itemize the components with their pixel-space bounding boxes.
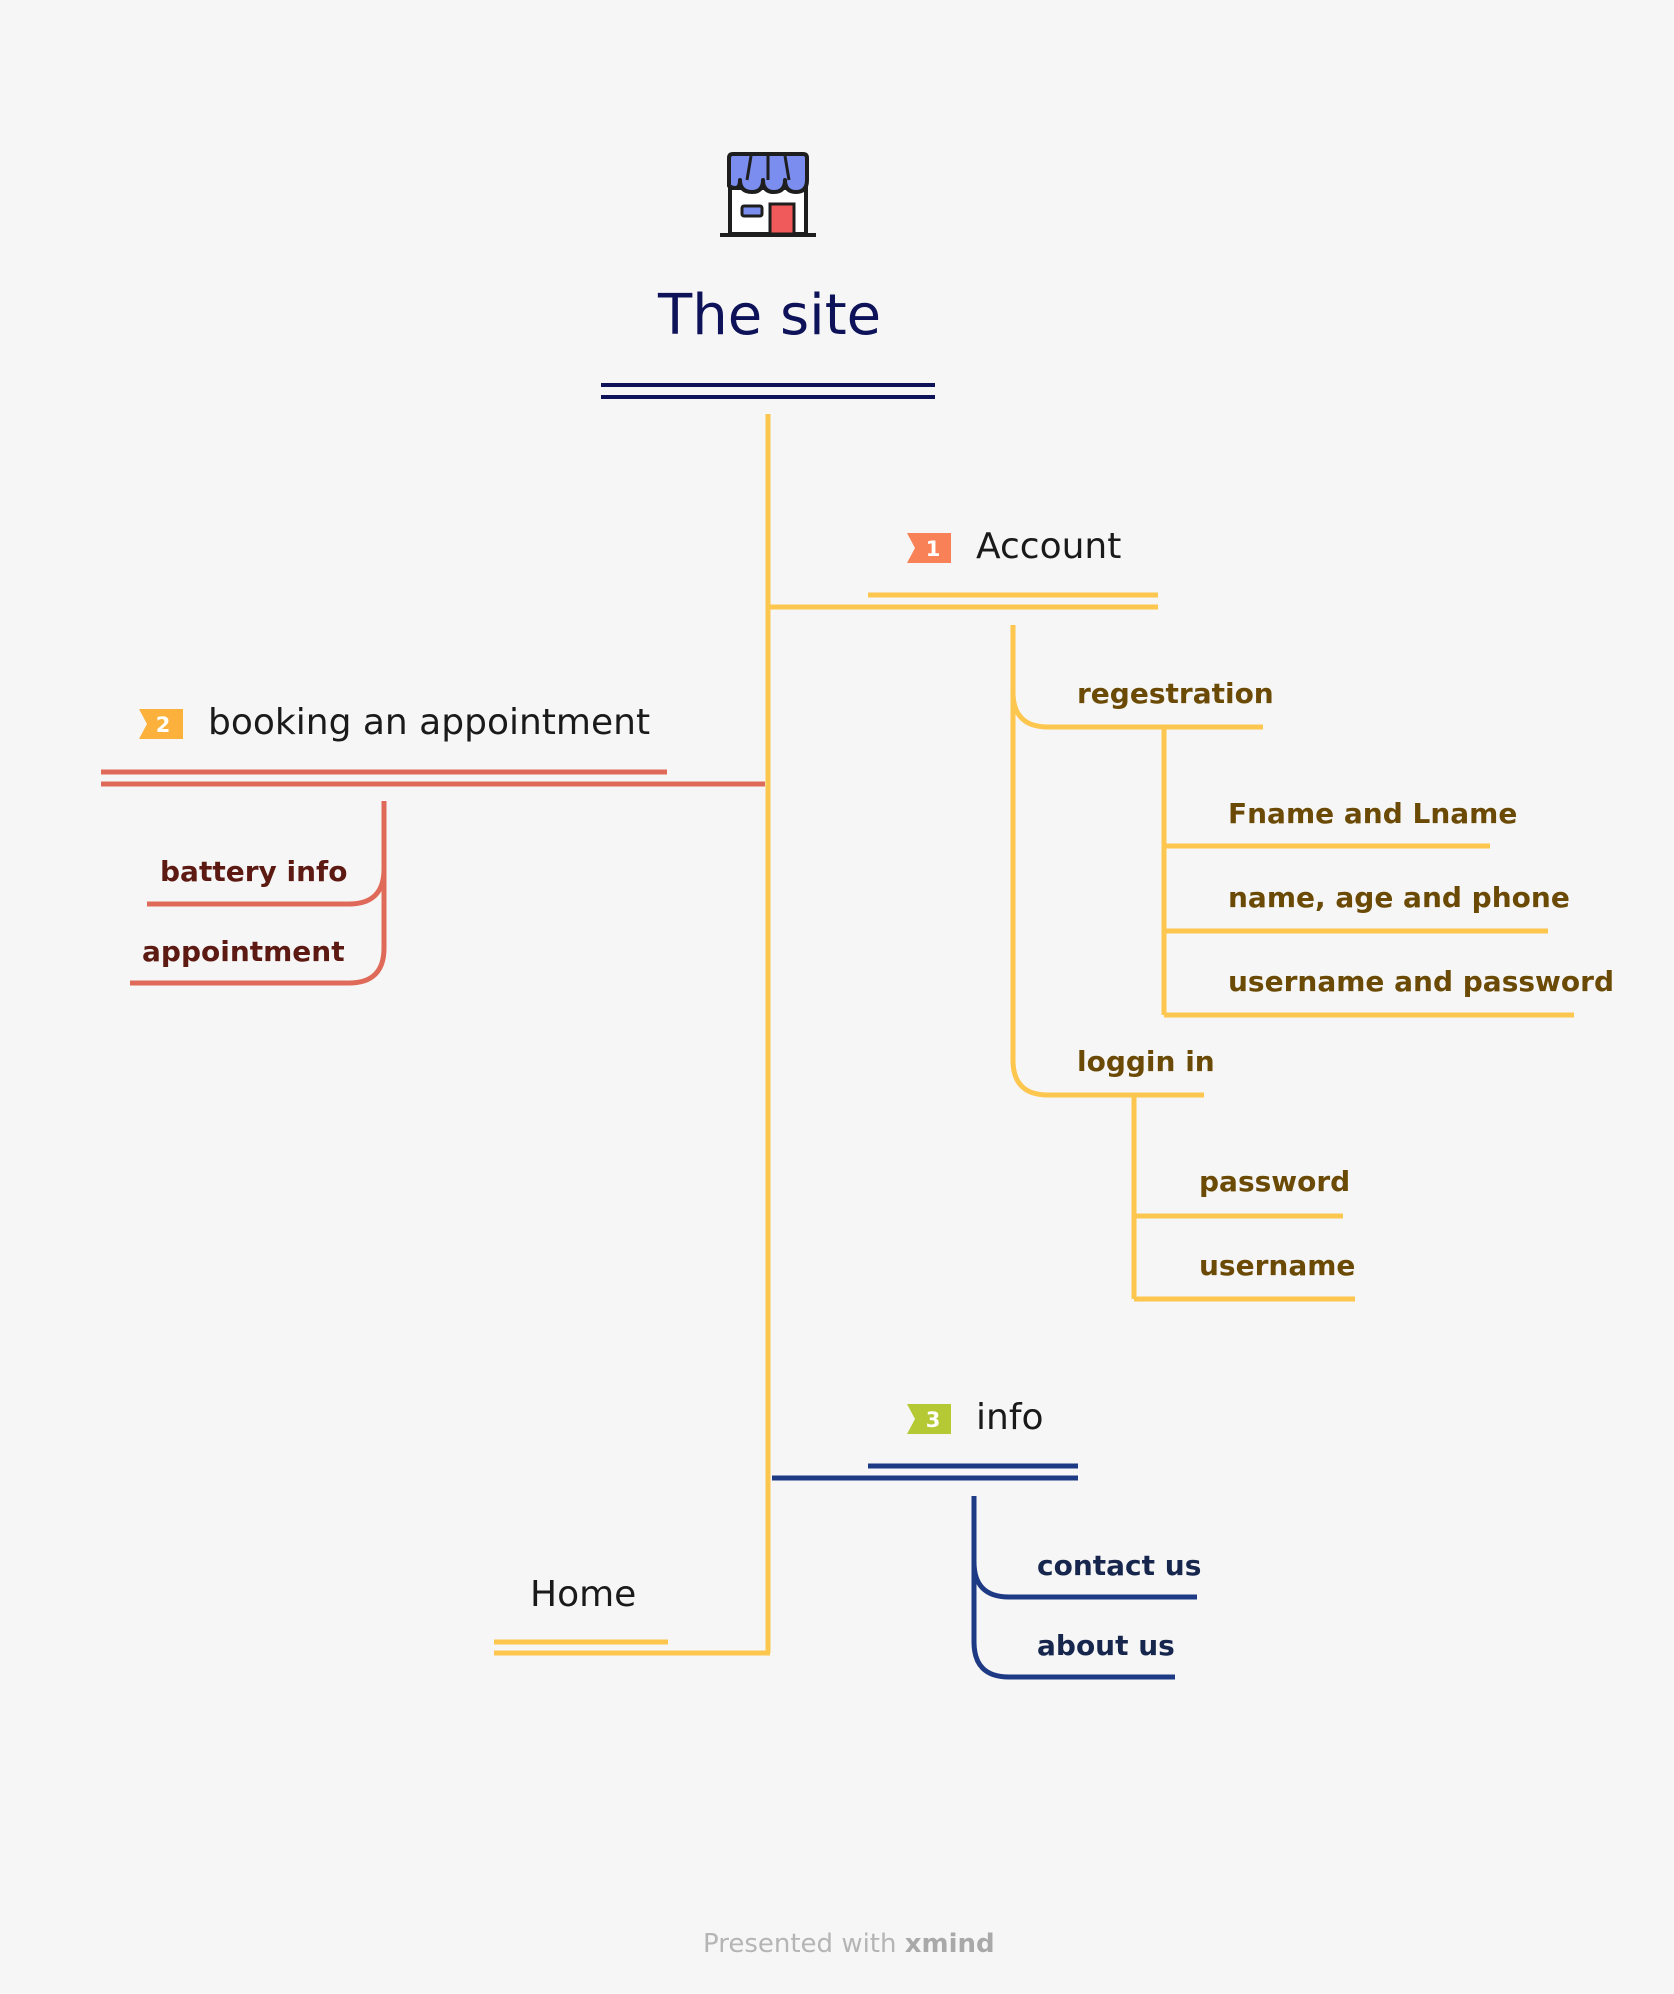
topic-password[interactable]: password xyxy=(1199,1165,1351,1198)
topic-info[interactable]: info xyxy=(976,1397,1044,1438)
topic-login[interactable]: loggin in xyxy=(1077,1045,1215,1078)
topic-booking[interactable]: booking an appointment xyxy=(208,702,651,743)
topic-battery-info[interactable]: battery info xyxy=(160,855,348,888)
priority-1-icon: 1 xyxy=(907,533,951,563)
topic-about-us[interactable]: about us xyxy=(1037,1629,1175,1662)
priority-2-icon: 2 xyxy=(139,709,183,739)
root-title[interactable]: The site xyxy=(658,283,882,348)
store-icon xyxy=(720,152,816,237)
footer-prefix: Presented with xyxy=(703,1929,897,1959)
root-underline xyxy=(601,383,935,399)
account-branch xyxy=(768,592,1574,1302)
svg-text:3: 3 xyxy=(926,1408,941,1432)
topic-name-age-phone[interactable]: name, age and phone xyxy=(1228,881,1570,914)
topic-home[interactable]: Home xyxy=(530,1574,637,1615)
svg-text:1: 1 xyxy=(926,537,941,561)
topic-registration[interactable]: regestration xyxy=(1077,677,1274,710)
topic-fname-lname[interactable]: Fname and Lname xyxy=(1228,797,1518,830)
topic-username[interactable]: username xyxy=(1199,1249,1356,1282)
home-branch xyxy=(494,1639,770,1656)
footer-attribution: Presented with xmind xyxy=(703,1931,995,1957)
xmind-logo: xmind xyxy=(904,1929,995,1959)
topic-appointment[interactable]: appointment xyxy=(142,935,345,968)
booking-branch xyxy=(101,769,765,986)
priority-3-icon: 3 xyxy=(907,1404,951,1434)
topic-account[interactable]: Account xyxy=(976,526,1122,567)
topic-username-password[interactable]: username and password xyxy=(1228,965,1614,998)
info-branch xyxy=(772,1463,1197,1680)
svg-text:2: 2 xyxy=(156,713,171,737)
topic-contact-us[interactable]: contact us xyxy=(1037,1549,1202,1582)
